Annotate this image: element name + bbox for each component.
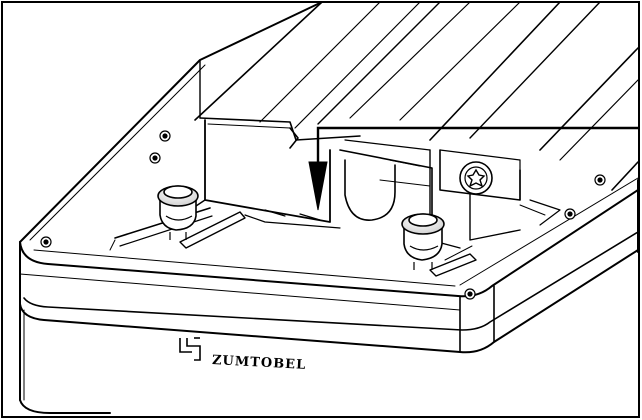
zumtobel-logo-icon <box>179 337 201 361</box>
torx-screw-icon <box>159 130 171 142</box>
fixing-screws <box>40 130 606 300</box>
down-arrow-icon <box>308 126 638 211</box>
driver-box <box>439 149 561 241</box>
torx-screw-icon <box>149 152 161 164</box>
torx-screw-icon <box>459 161 493 195</box>
torx-screw-icon <box>40 236 52 248</box>
torx-screw-icon <box>594 174 606 186</box>
luminaire-housing <box>19 1 639 414</box>
torx-screw-icon <box>564 208 576 220</box>
torx-screw-icon <box>464 288 476 300</box>
mounting-screw-icon <box>157 185 199 240</box>
mounting-slots <box>109 207 477 277</box>
mounting-screw-icon <box>401 213 445 270</box>
